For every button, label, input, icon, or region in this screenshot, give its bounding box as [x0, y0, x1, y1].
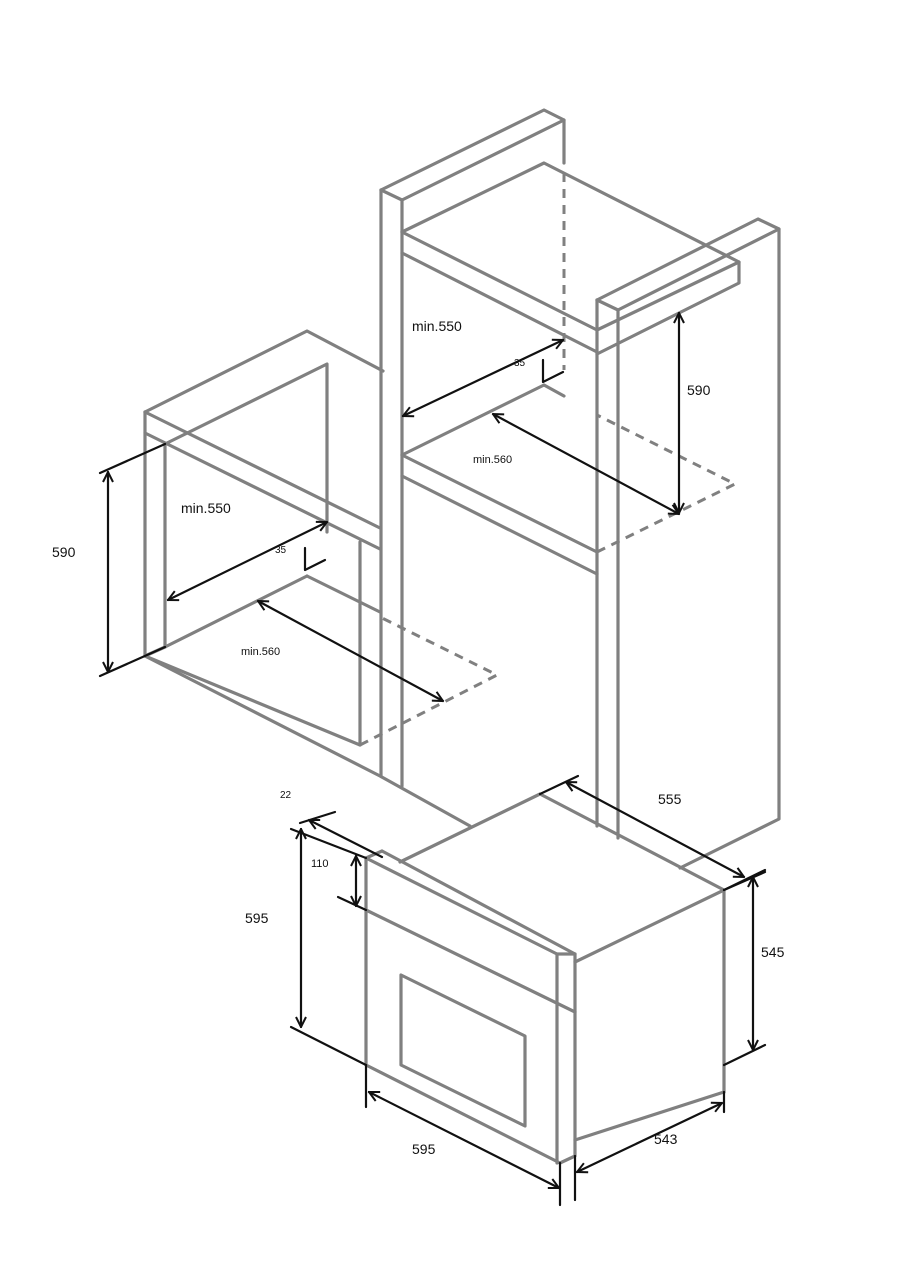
tall-cabinet-width-label: min.560: [473, 454, 512, 466]
oven-front-height-dimension: [289, 827, 368, 1067]
tall-cabinet-width-dimension: [493, 412, 679, 516]
oven-front-width-label: 595: [412, 1141, 436, 1157]
oven-panel-height-dimension: [336, 854, 368, 912]
oven-body-depth-label: 555: [658, 791, 682, 807]
left-niche-cabinet: [143, 329, 472, 828]
tall-cabinet-depth-dimension: [403, 340, 563, 416]
left-niche-offset-mark: [303, 546, 327, 572]
tall-cabinet-offset-label: 35: [514, 358, 526, 369]
oven-panel-height-label: 110: [311, 858, 329, 870]
left-niche-depth-label: min.550: [181, 500, 231, 516]
oven-front-width-dimension: [364, 1063, 562, 1207]
oven-body-height-dimension: [722, 868, 767, 1067]
oven-body-width-label: 543: [654, 1131, 678, 1147]
tall-cabinet-depth-label: min.550: [412, 318, 462, 334]
oven-front-thickness-dimension: [298, 810, 384, 859]
left-niche-height-label: 590: [52, 544, 76, 560]
oven-body-width-dimension: [573, 1090, 726, 1202]
tall-cabinet: [379, 108, 781, 870]
left-niche-width-dimension: [258, 599, 443, 703]
left-niche-width-label: min.560: [241, 646, 280, 658]
tall-cabinet-offset-mark: [541, 358, 565, 384]
oven-body-depth-dimension: [538, 774, 767, 892]
oven-body-height-label: 545: [761, 944, 785, 960]
left-niche-depth-dimension: [168, 520, 327, 602]
tall-cabinet-height-label: 590: [687, 382, 711, 398]
oven-front-height-label: 595: [245, 910, 269, 926]
oven-front-thickness-label: 22: [280, 790, 292, 801]
oven-body: [364, 792, 726, 1165]
left-niche-offset-label: 35: [275, 545, 287, 556]
left-niche-height-dimension: [98, 442, 167, 678]
